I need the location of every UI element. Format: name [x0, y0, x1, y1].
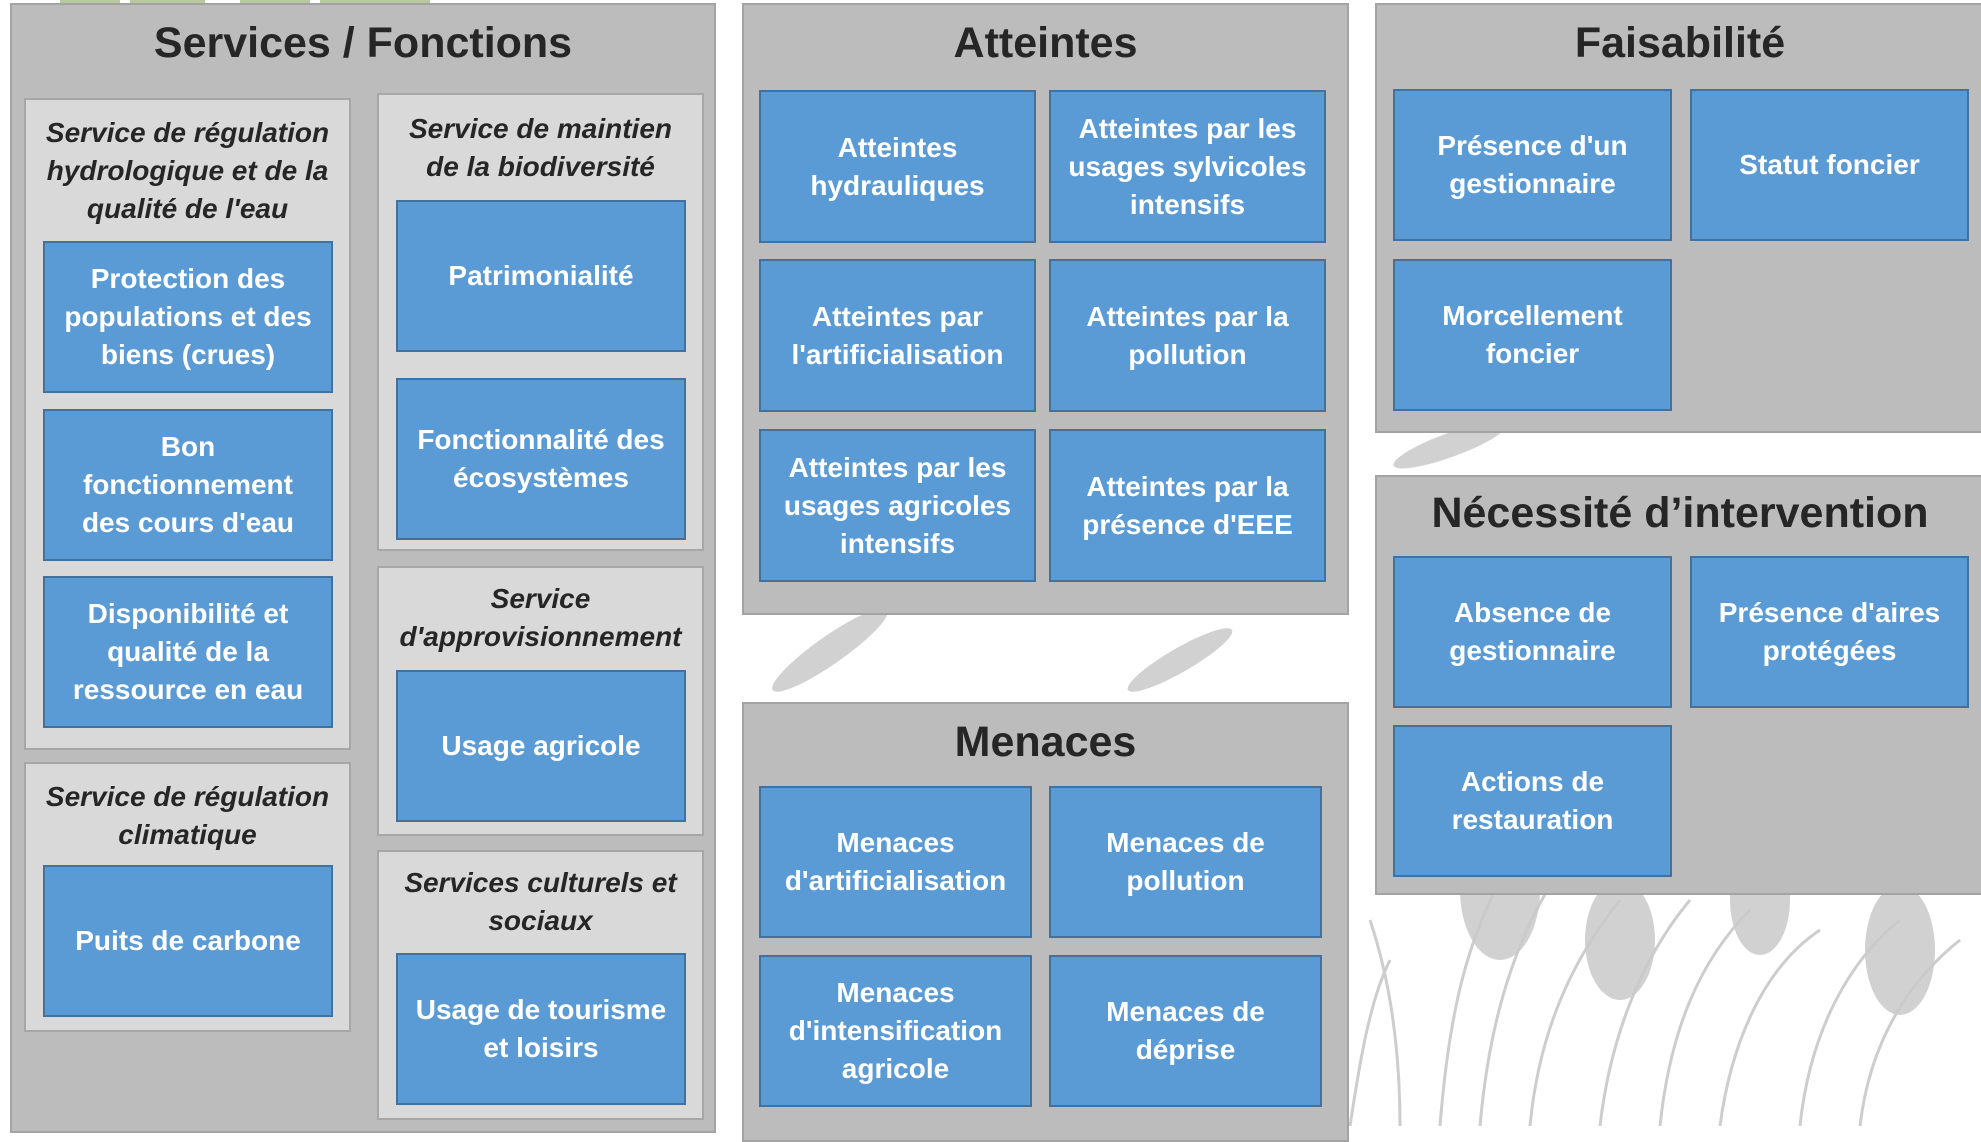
card-menaces-pollution: Menaces de pollution: [1049, 786, 1322, 938]
card-actions-restauration: Actions de restauration: [1393, 725, 1672, 877]
card-label: Atteintes par les usages sylvicoles inte…: [1068, 112, 1307, 220]
provisioning-service-title: Service d'approvisionnement: [399, 583, 682, 652]
card-atteintes-sylvicoles: Atteintes par les usages sylvicoles inte…: [1049, 90, 1326, 243]
card-menaces-deprise: Menaces de déprise: [1049, 955, 1322, 1107]
provisioning-service-group: Service d'approvisionnement Usage agrico…: [377, 566, 704, 836]
card-absence-gestionnaire: Absence de gestionnaire: [1393, 556, 1672, 708]
atteintes-panel-title: Atteintes: [953, 19, 1138, 67]
card-label: Morcellement foncier: [1442, 300, 1623, 369]
card-patrimonialite: Patrimonialité: [396, 200, 686, 352]
card-usage-agricole: Usage agricole: [396, 670, 686, 822]
card-statut-foncier: Statut foncier: [1690, 89, 1969, 241]
card-atteintes-artificialisation: Atteintes par l'artificialisation: [759, 259, 1036, 412]
card-label: Actions de restauration: [1451, 766, 1614, 835]
card-label: Bon fonctionnement des cours d'eau: [81, 431, 295, 538]
card-label: Disponibilité et qualité de la ressource…: [72, 598, 304, 705]
services-panel: Services / Fonctions Service de régulati…: [10, 3, 716, 1133]
hydro-service-group: Service de régulation hydrologique et de…: [24, 98, 351, 750]
card-label: Atteintes hydrauliques: [810, 131, 985, 201]
card-label: Menaces de déprise: [1106, 996, 1265, 1065]
card-label: Menaces d'artificialisation: [784, 827, 1007, 896]
menaces-panel: Menaces Menaces d'artificialisation Mena…: [742, 702, 1349, 1142]
card-label: Menaces d'intensification agricole: [788, 977, 1003, 1084]
card-atteintes-pollution: Atteintes par la pollution: [1049, 259, 1326, 412]
card-label: Usage de tourisme et loisirs: [415, 994, 667, 1063]
card-usage-tourisme-loisirs: Usage de tourisme et loisirs: [396, 953, 686, 1105]
card-puits-carbone: Puits de carbone: [43, 865, 333, 1017]
card-menaces-artificialisation: Menaces d'artificialisation: [759, 786, 1032, 938]
card-label: Patrimonialité: [448, 260, 634, 291]
climate-service-title: Service de régulation climatique: [45, 781, 330, 850]
card-label: Protection des populations et des biens …: [64, 263, 312, 370]
cultural-service-title: Services culturels et sociaux: [404, 867, 677, 936]
card-atteintes-hydrauliques: Atteintes hydrauliques: [759, 90, 1036, 243]
services-panel-title: Services / Fonctions: [153, 19, 573, 67]
card-disponibilite-ressource-eau: Disponibilité et qualité de la ressource…: [43, 576, 333, 728]
card-presence-gestionnaire: Présence d'un gestionnaire: [1393, 89, 1672, 241]
biodiversity-service-group: Service de maintien de la biodiversité P…: [377, 93, 704, 551]
card-fonctionnalite-ecosystemes: Fonctionnalité des écosystèmes: [396, 378, 686, 540]
card-aires-protegees: Présence d'aires protégées: [1690, 556, 1969, 708]
faisabilite-panel-title: Faisabilité: [1574, 19, 1786, 67]
hydro-service-title: Service de régulation hydrologique et de…: [45, 117, 330, 224]
card-label: Atteintes par l'artificialisation: [791, 300, 1004, 370]
atteintes-panel: Atteintes Atteintes hydrauliques Atteint…: [742, 3, 1349, 615]
card-fonctionnement-cours-eau: Bon fonctionnement des cours d'eau: [43, 409, 333, 561]
menaces-panel-title: Menaces: [954, 718, 1137, 766]
necessite-panel-title: Nécessité d’intervention: [1431, 489, 1929, 537]
card-label: Atteintes par la pollution: [1086, 300, 1289, 370]
card-label: Présence d'un gestionnaire: [1437, 130, 1628, 199]
card-label: Statut foncier: [1739, 149, 1920, 180]
faisabilite-panel: Faisabilité Présence d'un gestionnaire S…: [1375, 3, 1981, 433]
card-label: Absence de gestionnaire: [1449, 597, 1616, 666]
climate-service-group: Service de régulation climatique Puits d…: [24, 762, 351, 1032]
card-morcellement-foncier: Morcellement foncier: [1393, 259, 1672, 411]
card-label: Atteintes par la présence d'EEE: [1082, 470, 1293, 540]
card-atteintes-eee: Atteintes par la présence d'EEE: [1049, 429, 1326, 582]
card-label: Menaces de pollution: [1106, 827, 1265, 896]
cultural-service-group: Services culturels et sociaux Usage de t…: [377, 850, 704, 1120]
card-atteintes-agricoles: Atteintes par les usages agricoles inten…: [759, 429, 1036, 582]
card-label: Fonctionnalité des écosystèmes: [417, 424, 665, 493]
card-protection-populations: Protection des populations et des biens …: [43, 241, 333, 393]
necessite-panel: Nécessité d’intervention Absence de gest…: [1375, 475, 1981, 895]
biodiversity-service-title: Service de maintien de la biodiversité: [408, 113, 672, 182]
card-menaces-intensification: Menaces d'intensification agricole: [759, 955, 1032, 1107]
card-label: Puits de carbone: [75, 925, 301, 956]
card-label: Usage agricole: [441, 730, 641, 761]
card-label: Présence d'aires protégées: [1718, 597, 1941, 666]
card-label: Atteintes par les usages agricoles inten…: [783, 451, 1012, 559]
